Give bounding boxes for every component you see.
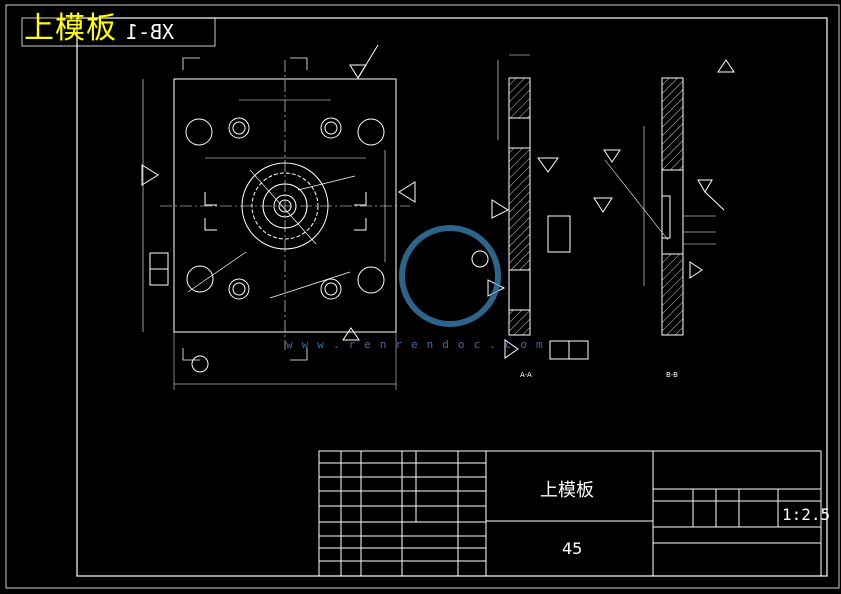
title-block-part-name: 上模板 (540, 480, 594, 501)
section-b-b (593, 59, 735, 336)
title-block-scale: 1:2.5 (782, 505, 831, 524)
section-a-a (471, 54, 589, 360)
drawing-code: XB-1 (126, 20, 175, 44)
front-view (141, 44, 416, 390)
section-label-aa: A-A (520, 371, 532, 379)
section-label-bb: B-B (666, 371, 678, 379)
drawing-title: 上模板 (24, 11, 117, 46)
watermark-logo (399, 225, 501, 327)
title-block (318, 450, 822, 577)
title-block-material: 45 (562, 539, 583, 558)
watermark-text: www.renrendoc.com (286, 338, 552, 351)
